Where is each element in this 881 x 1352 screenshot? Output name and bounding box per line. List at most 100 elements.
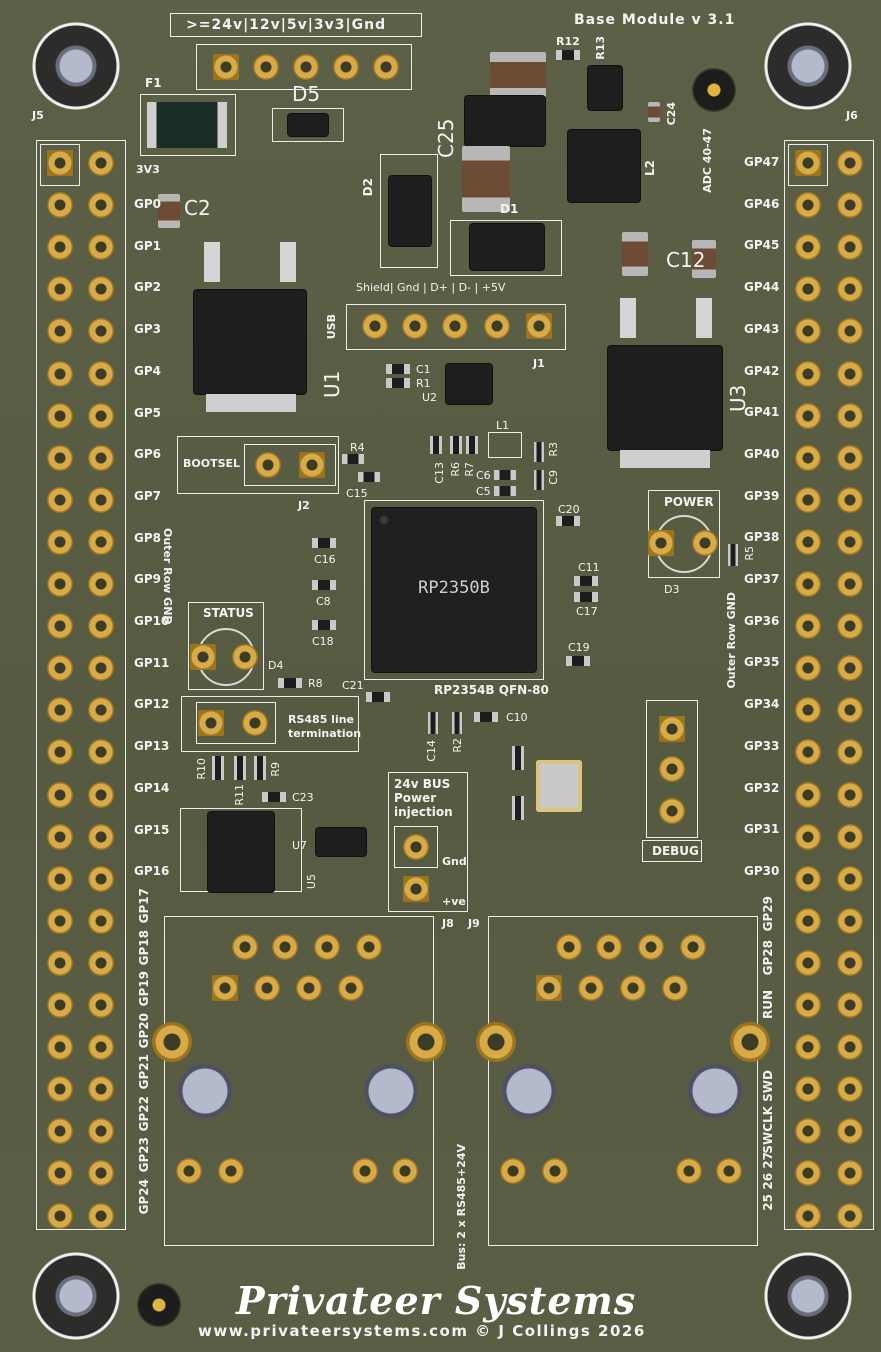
resistor-r7 xyxy=(450,436,462,454)
j5-pin-outer xyxy=(47,528,73,555)
j5-pin-outer xyxy=(47,486,73,513)
rj45-shield-pad xyxy=(730,1022,770,1062)
j5-pin-outer xyxy=(47,697,73,724)
j6-pin-inner xyxy=(795,1076,821,1103)
rj45-led-pin xyxy=(542,1158,568,1184)
status-led-box xyxy=(188,602,264,690)
fuse-f1 xyxy=(147,102,227,148)
resistor-c10 xyxy=(474,712,498,722)
j5-pin-outer xyxy=(47,318,73,345)
j5-pin-outer xyxy=(47,949,73,976)
j5-pin-outer xyxy=(47,234,73,261)
refdes-r2: R2 xyxy=(451,738,464,753)
rj45-led-pin xyxy=(676,1158,702,1184)
j5-pin-inner xyxy=(88,276,114,303)
bootsel-jumper-j2[interactable] xyxy=(244,444,336,486)
j6-pin-outer xyxy=(837,613,863,640)
gpio-label-right-rot: RUN xyxy=(761,990,775,1020)
j5-pin-outer xyxy=(47,360,73,387)
capacitor-c25 xyxy=(462,146,510,212)
regulator-u3-tab-left xyxy=(620,298,636,338)
gpio-label-left: GP5 xyxy=(134,405,161,420)
usb-pin-5 xyxy=(526,313,552,339)
debug-header[interactable] xyxy=(646,700,698,838)
j6-pin-inner xyxy=(795,1118,821,1145)
j5-pin-outer xyxy=(47,1034,73,1061)
rj45-pin xyxy=(556,934,582,960)
refdes-d4: D4 xyxy=(268,659,284,672)
resistor-r9 xyxy=(254,756,266,780)
refdes-c14: C14 xyxy=(425,740,438,762)
refdes-c21: C21 xyxy=(342,679,364,692)
refdes-c23: C23 xyxy=(292,791,314,804)
j6-pin-outer xyxy=(837,907,863,934)
diode-d2 xyxy=(389,176,431,246)
ic-u2 xyxy=(446,364,492,404)
resistor-c11 xyxy=(574,576,598,586)
refdes-d5: D5 xyxy=(292,82,321,106)
j5-pin-inner xyxy=(88,571,114,597)
j5-pin-outer xyxy=(47,1160,73,1187)
header-j5[interactable] xyxy=(36,140,126,1230)
debug-label: DEBUG xyxy=(652,844,699,858)
j5-pin-inner xyxy=(88,1160,114,1187)
resistor-cap-b xyxy=(512,796,524,820)
power-led-pad-1 xyxy=(648,530,674,556)
resistor-c6 xyxy=(494,470,516,480)
bus-power-connector[interactable] xyxy=(394,826,438,868)
capacitor-c7 xyxy=(692,240,716,278)
gpio-label-left: GP1 xyxy=(134,238,161,253)
power-header[interactable] xyxy=(196,44,412,90)
debug-pin-3 xyxy=(659,798,685,824)
gpio-label-left: GP9 xyxy=(134,572,161,587)
outer-row-gnd-right: Outer Row GND xyxy=(725,592,738,689)
j6-pin-inner xyxy=(795,150,821,176)
rj45-pin xyxy=(536,975,562,1001)
ic-u5 xyxy=(316,828,366,856)
resistor-c21 xyxy=(366,692,390,702)
j5-pin-inner xyxy=(88,444,114,471)
refdes-j6: J6 xyxy=(846,109,858,122)
status-led-pad-1 xyxy=(190,644,216,670)
j6-pin-inner xyxy=(795,192,821,219)
j6-pin-inner xyxy=(795,613,821,640)
refdes-r12: R12 xyxy=(556,35,580,48)
refdes-u7: U7 xyxy=(292,839,308,852)
j6-pin-outer xyxy=(837,949,863,976)
refdes-c6: C6 xyxy=(476,469,491,482)
bus-power-label-1: 24v BUS xyxy=(394,777,451,791)
gpio-label-left: GP15 xyxy=(134,822,170,837)
j5-pin-outer xyxy=(47,192,73,219)
usb-header-j1[interactable] xyxy=(346,304,566,350)
gpio-label-right: GP36 xyxy=(744,613,780,628)
header-j6-pin1-marker xyxy=(788,144,828,186)
capacitor-c12 xyxy=(622,232,648,276)
refdes-r8: R8 xyxy=(308,677,323,690)
header-j5-pin1-marker xyxy=(40,144,80,186)
refdes-u5: U5 xyxy=(305,874,318,890)
j5-pin-inner xyxy=(88,823,114,850)
j5-pin-inner xyxy=(88,781,114,808)
mounting-hole-top-right xyxy=(762,20,854,112)
gpio-label-right-rot: 25 xyxy=(761,1194,775,1211)
j5-pin-inner xyxy=(88,402,114,429)
rs485-term-jumper[interactable] xyxy=(196,702,276,744)
rj45-left[interactable] xyxy=(164,916,434,1246)
debug-label-box xyxy=(642,840,702,862)
gpio-label-right: GP32 xyxy=(744,780,780,795)
j5-pin-outer xyxy=(47,781,73,808)
j6-pin-inner xyxy=(795,865,821,892)
rj45-pin xyxy=(578,975,604,1001)
header-j6[interactable] xyxy=(784,140,874,1230)
fiducial-top xyxy=(692,68,736,112)
j6-pin-outer xyxy=(837,318,863,345)
usb-pin-2 xyxy=(402,313,428,339)
bus-power-pin-pve xyxy=(403,876,429,902)
refdes-j5: J5 xyxy=(32,109,44,122)
regulator-u1-heatsink xyxy=(206,394,296,412)
rj45-right[interactable] xyxy=(488,916,758,1246)
j6-pin-inner xyxy=(795,276,821,303)
inductor-l2 xyxy=(568,130,640,202)
mounting-hole-top-left xyxy=(30,20,122,112)
